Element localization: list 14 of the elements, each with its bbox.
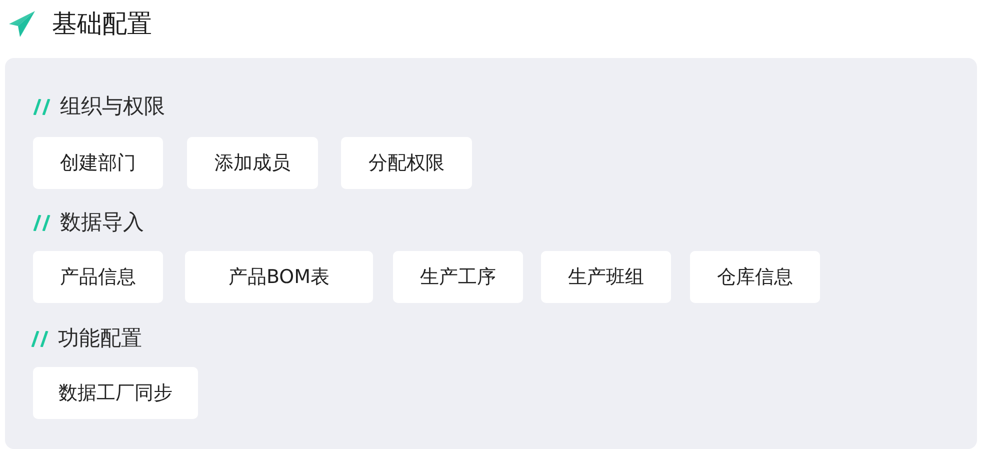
section-title: 基础配置 xyxy=(52,9,152,39)
option-chip: 分配权限 xyxy=(341,137,472,189)
option-chip: 添加成员 xyxy=(187,137,318,189)
option-chip: 生产工序 xyxy=(393,251,523,303)
group-heading: 数据导入 xyxy=(60,209,144,235)
group-heading: 功能配置 xyxy=(58,325,142,351)
option-chip: 仓库信息 xyxy=(690,251,820,303)
group-heading: 组织与权限 xyxy=(60,93,165,119)
option-chip: 产品BOM表 xyxy=(185,251,373,303)
option-chip: 创建部门 xyxy=(33,137,163,189)
option-chip: 数据工厂同步 xyxy=(33,367,198,419)
option-chip: 生产班组 xyxy=(541,251,671,303)
option-chip: 产品信息 xyxy=(33,251,163,303)
settings-panel xyxy=(5,58,977,449)
